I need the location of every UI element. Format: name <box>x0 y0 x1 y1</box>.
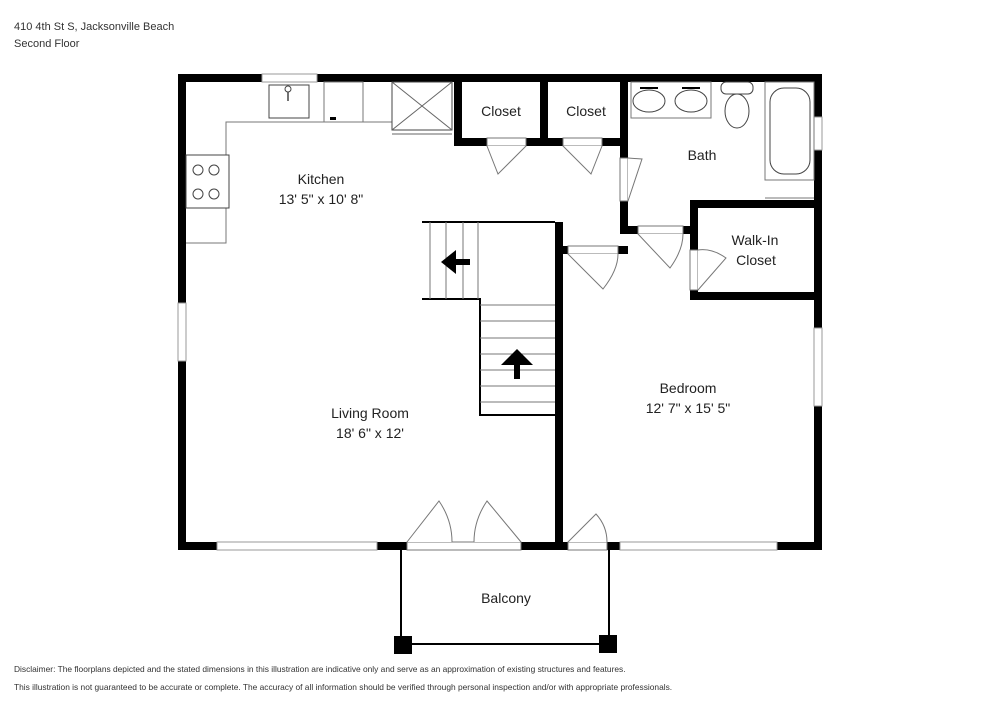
toilet-tank <box>720 81 754 95</box>
door-hall-bedroom[interactable] <box>567 245 619 255</box>
doors <box>406 137 727 551</box>
kitchen-label: Kitchen <box>298 171 345 187</box>
toilet <box>724 93 750 129</box>
bedroom-label: Bedroom <box>660 380 717 396</box>
window-bedroom-south <box>619 541 778 551</box>
door-balcony-french[interactable] <box>406 541 522 551</box>
windows <box>177 73 823 551</box>
disclaimer-line-2: This illustration is not guaranteed to b… <box>14 682 673 692</box>
staircase[interactable] <box>422 221 555 416</box>
balcony-post-right <box>599 635 617 653</box>
door-bath[interactable] <box>619 157 629 202</box>
stair-arrow-left-icon <box>441 250 456 274</box>
bath-label: Bath <box>688 147 717 163</box>
bathtub <box>764 81 815 181</box>
balcony-post-left <box>394 636 412 654</box>
closet-2-label: Closet <box>566 103 606 119</box>
window-kitchen <box>261 73 318 83</box>
closet-1-label: Closet <box>481 103 521 119</box>
door-bedroom-balcony[interactable] <box>567 541 608 551</box>
door-walk-in-closet[interactable] <box>689 249 699 291</box>
door-closet-1[interactable] <box>486 137 527 147</box>
sink-right <box>674 89 708 113</box>
window-living-west <box>177 302 187 362</box>
dishwasher <box>323 81 364 123</box>
disclaimer-line-1: Disclaimer: The floorplans depicted and … <box>14 664 626 674</box>
floor-label: Second Floor <box>14 38 80 50</box>
window-living-south <box>216 541 378 551</box>
door-closet-2[interactable] <box>562 137 603 147</box>
bedroom-dims: 12' 7" x 15' 5" <box>646 400 731 416</box>
living-room-dims: 18' 6" x 12' <box>336 425 404 441</box>
bath-fixtures <box>630 81 815 199</box>
sink-left <box>632 89 666 113</box>
vanity <box>630 81 712 119</box>
window-bath <box>813 116 823 151</box>
balcony <box>394 548 617 654</box>
stair-arrow-up-icon <box>501 349 533 365</box>
walk-in-closet-label-2: Closet <box>736 252 776 268</box>
property-address: 410 4th St S, Jacksonville Beach <box>14 21 175 33</box>
stove <box>185 154 230 209</box>
walk-in-closet-label-1: Walk-In <box>732 232 779 248</box>
kitchen-counter <box>185 81 453 244</box>
window-bedroom-east <box>813 327 823 407</box>
kitchen-dims: 13' 5" x 10' 8" <box>279 191 364 207</box>
living-room-label: Living Room <box>331 405 409 421</box>
balcony-label: Balcony <box>481 590 531 606</box>
door-bath-bedroom[interactable] <box>637 225 684 235</box>
